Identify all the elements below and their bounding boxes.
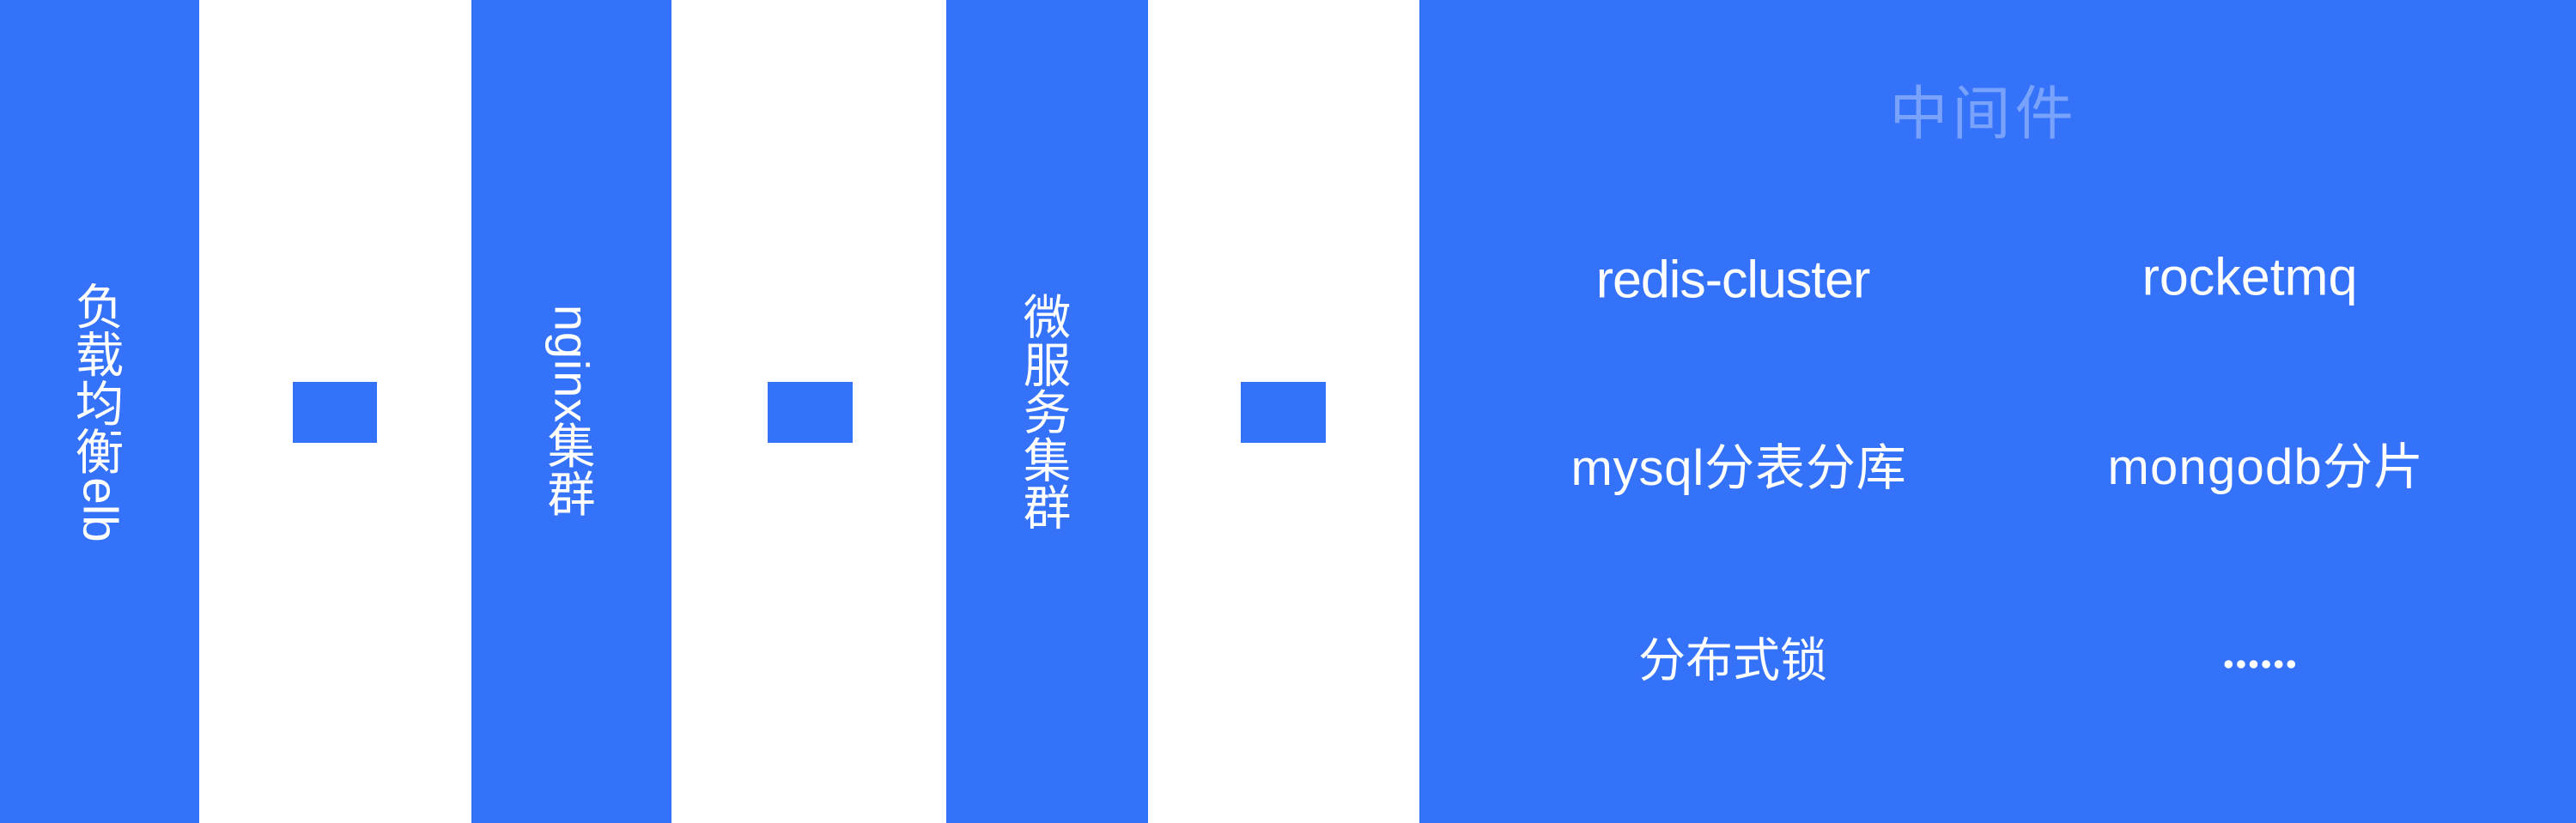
middleware-item-distributed-lock: 分布式锁 <box>1637 633 1828 687</box>
middleware-item-rocketmq: rocketmq <box>2142 247 2358 306</box>
connector-nginx-microservice <box>768 382 853 443</box>
middleware-item-mongodb-sharding: mongodb分片 <box>2107 439 2425 495</box>
connector-elb-nginx <box>293 382 377 443</box>
middleware-item-mysql-sharding: mysql分表分库 <box>1571 440 1907 496</box>
ellipsis-dots-icon <box>2224 660 2296 669</box>
middleware-item-redis-cluster: redis-cluster <box>1595 250 1871 309</box>
microservice-cluster-bar: 微服务集群 <box>946 0 1148 823</box>
middleware-panel: 中间件 redis-cluster rocketmq mysql分表分库 mon… <box>1419 0 2576 823</box>
microservice-cluster-label: 微服务集群 <box>1023 291 1072 536</box>
middleware-title: 中间件 <box>1889 82 2078 147</box>
middleware-item-ellipsis <box>2224 660 2296 669</box>
connector-microservice-middleware <box>1241 382 1326 443</box>
